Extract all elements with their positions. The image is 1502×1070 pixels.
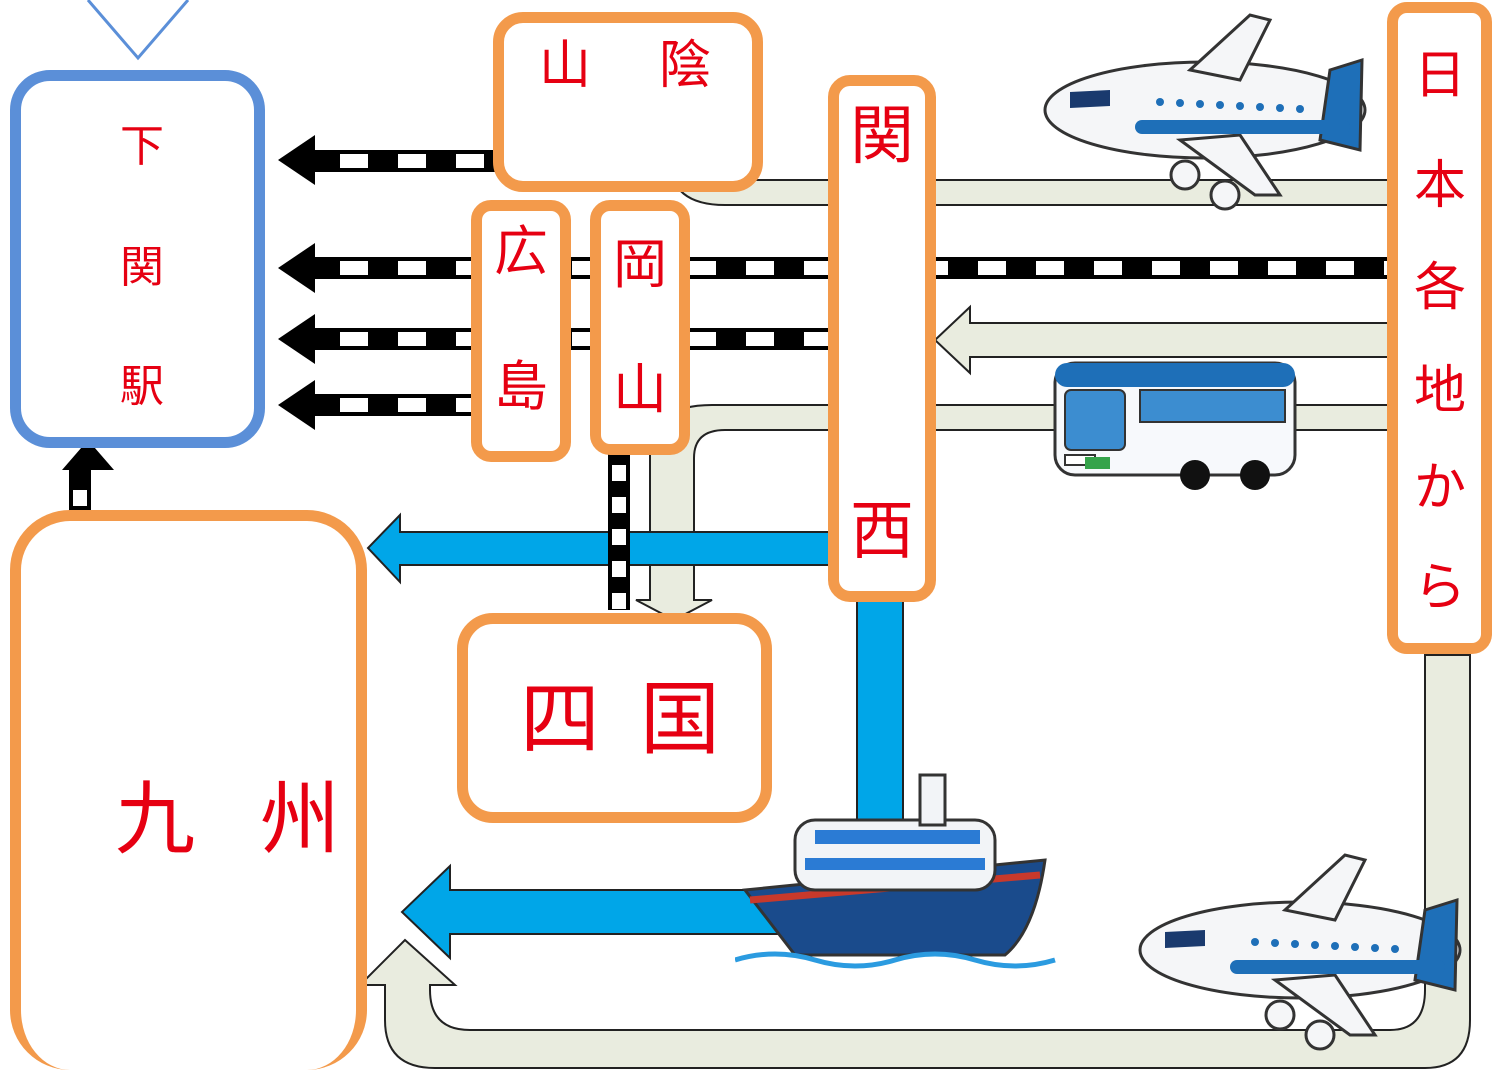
rail-tie: [688, 261, 716, 275]
rail-tie: [1268, 261, 1296, 275]
region-label-char: 広: [494, 220, 548, 283]
region-label-char: 岡: [613, 233, 667, 296]
region-label-char: 九: [115, 773, 195, 866]
bus-icon: [1053, 361, 1297, 490]
region-label-char: 関: [850, 100, 914, 174]
station-box-shimonoseki: [10, 70, 265, 448]
rail-tie: [398, 332, 426, 346]
region-label-char: 西: [850, 495, 914, 569]
rail-tie: [398, 154, 426, 168]
region-label-char: 山: [613, 358, 667, 421]
rail-tie: [978, 261, 1006, 275]
region-label-char: 国: [640, 673, 720, 766]
route-arrow-air-to-kyushu: [357, 654, 1471, 1069]
ferry-arrow-kansai-to-kyushu: [366, 512, 841, 585]
rail-tie: [456, 154, 484, 168]
origin-label-char: 日: [1413, 46, 1466, 106]
station-label-char: 関: [120, 242, 164, 293]
pointer-triangle: [86, 0, 190, 61]
rail-tie: [340, 398, 368, 412]
rail-tie: [746, 261, 774, 275]
region-box-shikoku: [457, 613, 772, 823]
rail-tie: [1036, 261, 1064, 275]
region-label-char: 島: [494, 355, 548, 418]
rail-tie: [612, 465, 626, 481]
airplane-icon: [1043, 13, 1367, 211]
origin-box-japan: [1387, 2, 1492, 654]
station-label-char: 下: [120, 121, 164, 172]
origin-label-char: 本: [1413, 156, 1466, 216]
origin-label-char: ら: [1413, 558, 1466, 618]
rail-tie: [612, 497, 626, 513]
region-label-char: 州: [260, 773, 340, 866]
origin-label-char: 地: [1413, 361, 1466, 421]
rail-tie: [73, 490, 87, 506]
rail-tie: [804, 261, 832, 275]
rail-tie: [1152, 261, 1180, 275]
rail-tie: [1094, 261, 1122, 275]
region-label-char: 山: [538, 36, 591, 96]
airplane-icon: [1138, 853, 1462, 1051]
rail-tie: [340, 261, 368, 275]
rail-tie: [804, 332, 832, 346]
region-box-sanin: [493, 12, 763, 192]
rail-tie: [340, 154, 368, 168]
rail-tie: [1210, 261, 1238, 275]
ferry-icon: [735, 773, 1056, 969]
station-label-char: 駅: [120, 361, 164, 412]
rail-tie: [612, 593, 626, 609]
rail-tie: [398, 261, 426, 275]
origin-label-char: 各: [1413, 258, 1466, 318]
rail-tie: [398, 398, 426, 412]
region-label-char: 陰: [658, 36, 711, 96]
rail-tie: [612, 529, 626, 545]
rail-tie: [1326, 261, 1354, 275]
region-box-kyushu: [10, 510, 367, 1070]
rail-track-main-3: [278, 380, 482, 430]
route-arrow-bus-to-kansai: [933, 304, 1391, 376]
rail-tie: [746, 332, 774, 346]
rail-tie: [612, 561, 626, 577]
origin-label-char: か: [1413, 458, 1466, 518]
rail-tie: [688, 332, 716, 346]
region-box-hiroshima: [471, 200, 571, 462]
region-box-kansai: [828, 75, 936, 602]
rail-tie: [340, 332, 368, 346]
region-box-okayama: [590, 200, 690, 455]
region-label-char: 四: [520, 673, 600, 766]
